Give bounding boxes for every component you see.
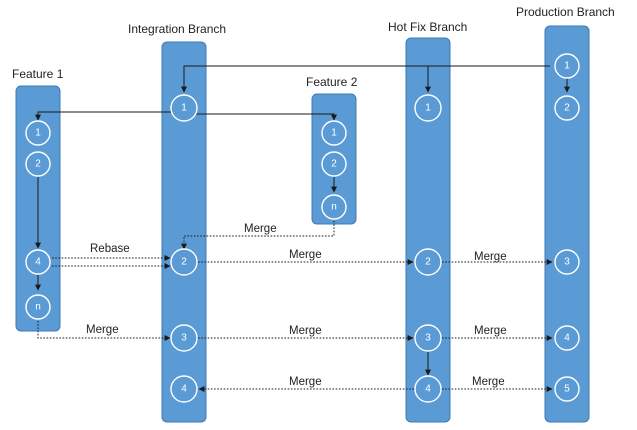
feature1-node: n	[25, 294, 51, 320]
integration-title: Integration Branch	[128, 22, 226, 36]
feature1-node: 2	[25, 151, 51, 177]
svg-text:2: 2	[331, 159, 337, 170]
svg-text:3: 3	[425, 333, 431, 344]
production-node: 4	[554, 325, 580, 351]
svg-text:2: 2	[425, 257, 431, 268]
feature2-node: 2	[321, 151, 347, 177]
svg-text:4: 4	[181, 384, 187, 395]
integration-lane	[161, 41, 207, 423]
integration-to-feature2-arrow	[196, 113, 337, 121]
feature1-node: 4	[25, 249, 51, 275]
production-node: 5	[554, 376, 580, 402]
hotfix-node: 4	[414, 375, 442, 403]
merge-hotfix-integration-4-label: Merge	[289, 376, 322, 388]
merge-integration-hotfix-3-label: Merge	[289, 325, 322, 337]
integration-node: 4	[170, 375, 198, 403]
merge-hotfix-production-4-label: Merge	[472, 376, 505, 388]
svg-text:2: 2	[181, 257, 187, 268]
svg-text:1: 1	[564, 61, 570, 72]
feature2-n-to-integration-2-connector	[181, 221, 335, 250]
merge-hotfix-production-2-label: Merge	[474, 251, 507, 263]
production-node: 1	[554, 53, 580, 79]
integration-node: 2	[170, 248, 198, 276]
feature1-title: Feature 1	[12, 67, 64, 81]
hotfix-title: Hot Fix Branch	[388, 20, 467, 34]
feature1-node: 1	[25, 120, 51, 146]
integration-to-feature1-arrow	[35, 111, 172, 121]
production-node: 3	[554, 249, 580, 275]
feature2-title: Feature 2	[306, 75, 358, 89]
feature2-node: n	[321, 194, 347, 220]
integration-node: 1	[170, 94, 198, 122]
svg-text:2: 2	[564, 103, 570, 114]
svg-text:5: 5	[564, 384, 570, 395]
svg-text:3: 3	[564, 257, 570, 268]
production-to-integration-arrow	[181, 65, 550, 93]
hotfix-node: 2	[414, 248, 442, 276]
hotfix-lane	[405, 37, 451, 423]
production-lane	[544, 25, 590, 423]
rebase-label: Rebase	[90, 243, 130, 255]
svg-text:2: 2	[35, 159, 41, 170]
svg-text:3: 3	[181, 333, 187, 344]
svg-text:4: 4	[564, 333, 570, 344]
svg-text:n: n	[331, 202, 337, 213]
svg-text:4: 4	[425, 384, 431, 395]
merge-feature1-label: Merge	[86, 324, 119, 336]
feature1-n-to-integration-3-connector	[37, 321, 171, 341]
feature2-node: 1	[321, 120, 347, 146]
svg-text:1: 1	[181, 103, 187, 114]
production-title: Production Branch	[516, 5, 615, 19]
svg-text:1: 1	[331, 128, 337, 139]
hotfix-node: 3	[414, 324, 442, 352]
merge-integration-hotfix-label: Merge	[289, 249, 322, 261]
merge-hotfix-production-3-label: Merge	[474, 325, 507, 337]
svg-text:4: 4	[35, 257, 41, 268]
hotfix-node: 1	[414, 94, 442, 122]
integration-node: 3	[170, 324, 198, 352]
production-node: 2	[554, 95, 580, 121]
svg-text:1: 1	[35, 128, 41, 139]
svg-text:1: 1	[425, 103, 431, 114]
merge-feature2-label: Merge	[244, 223, 277, 235]
svg-text:n: n	[35, 302, 41, 313]
